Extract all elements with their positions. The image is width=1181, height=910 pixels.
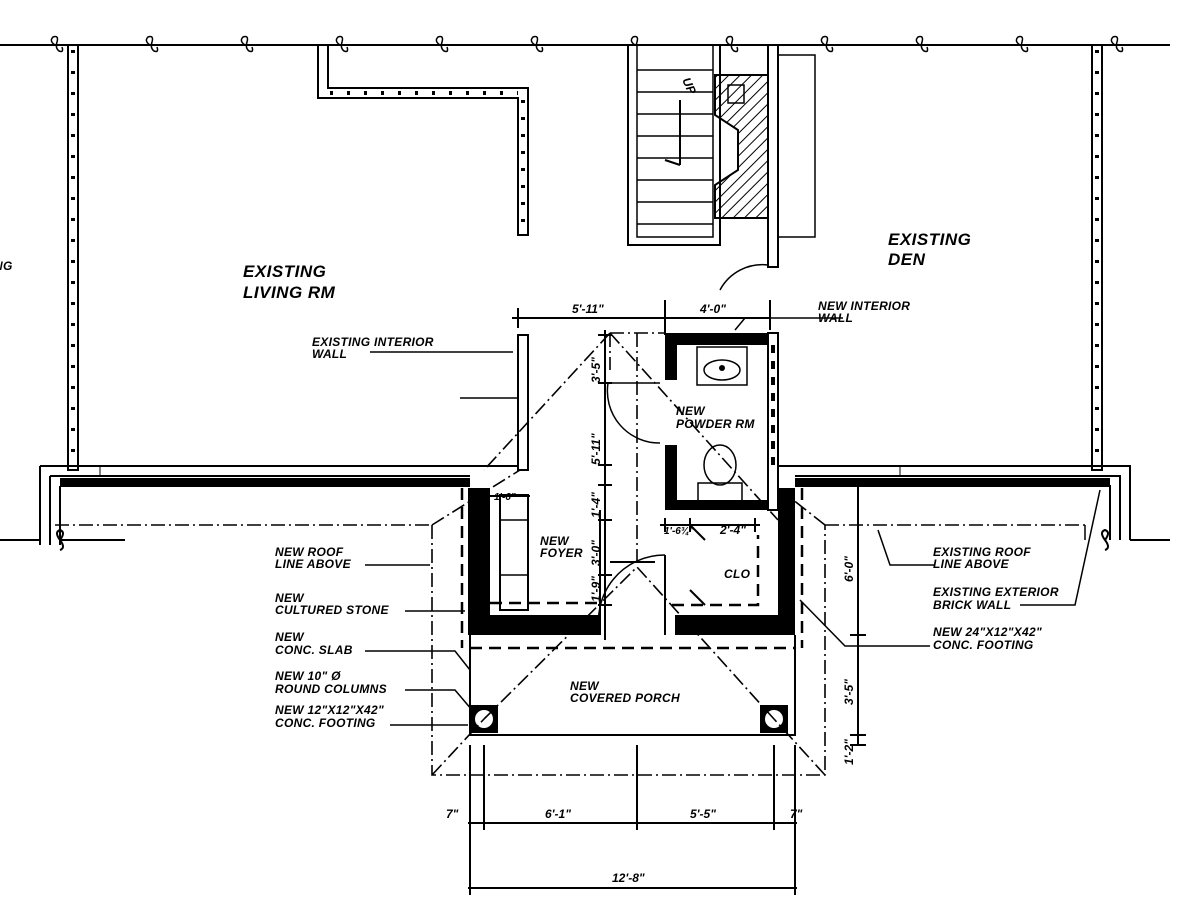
break-symbol <box>335 35 349 53</box>
break-symbol <box>240 35 254 53</box>
dim-right-upper: 6'-0" <box>842 556 856 582</box>
existing-exterior-walls <box>39 44 1131 545</box>
dim-clo-right: 2'-4" <box>719 523 746 537</box>
note-existing-interior-wall: EXISTING INTERIOR <box>312 335 434 349</box>
porch-label: NEW <box>570 679 600 693</box>
note-column-footing: NEW 12"X12"X42" <box>275 703 384 717</box>
note-new-roof-line: NEW ROOF <box>275 545 344 559</box>
note-wall-footing: NEW 24"X12"X42" <box>933 625 1042 639</box>
dim-v3: 1'-4" <box>589 492 603 518</box>
dim-v4: 3'-0" <box>589 540 603 566</box>
existing-interior-walls <box>317 44 529 471</box>
note-round-columns-2: ROUND COLUMNS <box>275 682 387 696</box>
living-room-label: EXISTING <box>243 262 326 281</box>
dim-v2: 5'-11" <box>589 433 603 465</box>
roof-lines <box>55 332 1086 776</box>
break-symbol <box>725 35 739 53</box>
powder-room <box>606 332 779 511</box>
break-symbol <box>820 35 834 53</box>
break-symbol <box>435 35 449 53</box>
foyer <box>468 488 795 636</box>
dim-foyer-small: 1'-6" <box>494 492 516 503</box>
leader-lines <box>365 317 1101 726</box>
note-conc-slab-2: CONC. SLAB <box>275 643 353 657</box>
note-new-interior-wall-2: WALL <box>818 311 853 325</box>
cut-room-label: NG <box>0 259 13 273</box>
note-existing-interior-wall-2: WALL <box>312 347 347 361</box>
dim-clo-left: 1'-6¾" <box>664 526 694 537</box>
living-room-label-2: LIVING RM <box>243 283 336 302</box>
note-round-columns: NEW 10" Ø <box>275 669 341 683</box>
dim-v1: 3'-5" <box>589 357 603 383</box>
dim-bottom-d: 7" <box>790 807 803 821</box>
foyer-label: NEW <box>540 534 570 548</box>
note-existing-brick-wall: EXISTING EXTERIOR <box>933 585 1059 599</box>
break-symbol <box>530 35 544 53</box>
bottom-break-line <box>0 528 1170 551</box>
fireplace <box>714 44 816 291</box>
closet-label: CLO <box>724 567 751 581</box>
dim-top-left: 5'-11" <box>572 302 604 316</box>
note-wall-footing-2: CONC. FOOTING <box>933 638 1034 652</box>
note-column-footing-2: CONC. FOOTING <box>275 716 376 730</box>
break-symbol <box>145 35 159 53</box>
break-symbol <box>1015 35 1029 53</box>
porch-label-2: COVERED PORCH <box>570 691 680 705</box>
note-existing-roof-line-2: LINE ABOVE <box>933 557 1010 571</box>
stair-up-label: UP <box>679 75 699 97</box>
dim-bottom-a: 7" <box>446 807 459 821</box>
note-cultured-stone-2: CULTURED STONE <box>275 603 389 617</box>
dim-right-small: 1'-2" <box>842 739 856 765</box>
note-conc-slab: NEW <box>275 630 305 644</box>
break-symbol <box>1110 35 1124 53</box>
note-existing-roof-line: EXISTING ROOF <box>933 545 1031 559</box>
top-break-line <box>0 35 1170 53</box>
dim-right-lower: 3'-5" <box>842 679 856 705</box>
break-symbol <box>50 35 64 53</box>
den-label: EXISTING <box>888 230 971 249</box>
dimension-lines <box>468 300 866 895</box>
dim-v5: 1'-9" <box>589 576 603 602</box>
dim-top-right: 4'-0" <box>699 302 726 316</box>
dim-bottom-c: 5'-5" <box>690 807 716 821</box>
break-symbol <box>915 35 929 53</box>
note-new-interior-wall: NEW INTERIOR <box>818 299 910 313</box>
powder-room-label-2: POWDER RM <box>676 417 755 431</box>
note-existing-brick-wall-2: BRICK WALL <box>933 598 1011 612</box>
dim-bottom-b: 6'-1" <box>545 807 571 821</box>
dim-overall: 12'-8" <box>612 871 645 885</box>
note-new-roof-line-2: LINE ABOVE <box>275 557 352 571</box>
foyer-label-2: FOYER <box>540 546 583 560</box>
stair: UP <box>627 44 721 246</box>
den-label-2: DEN <box>888 250 926 269</box>
powder-room-label: NEW <box>676 404 706 418</box>
note-cultured-stone: NEW <box>275 591 305 605</box>
